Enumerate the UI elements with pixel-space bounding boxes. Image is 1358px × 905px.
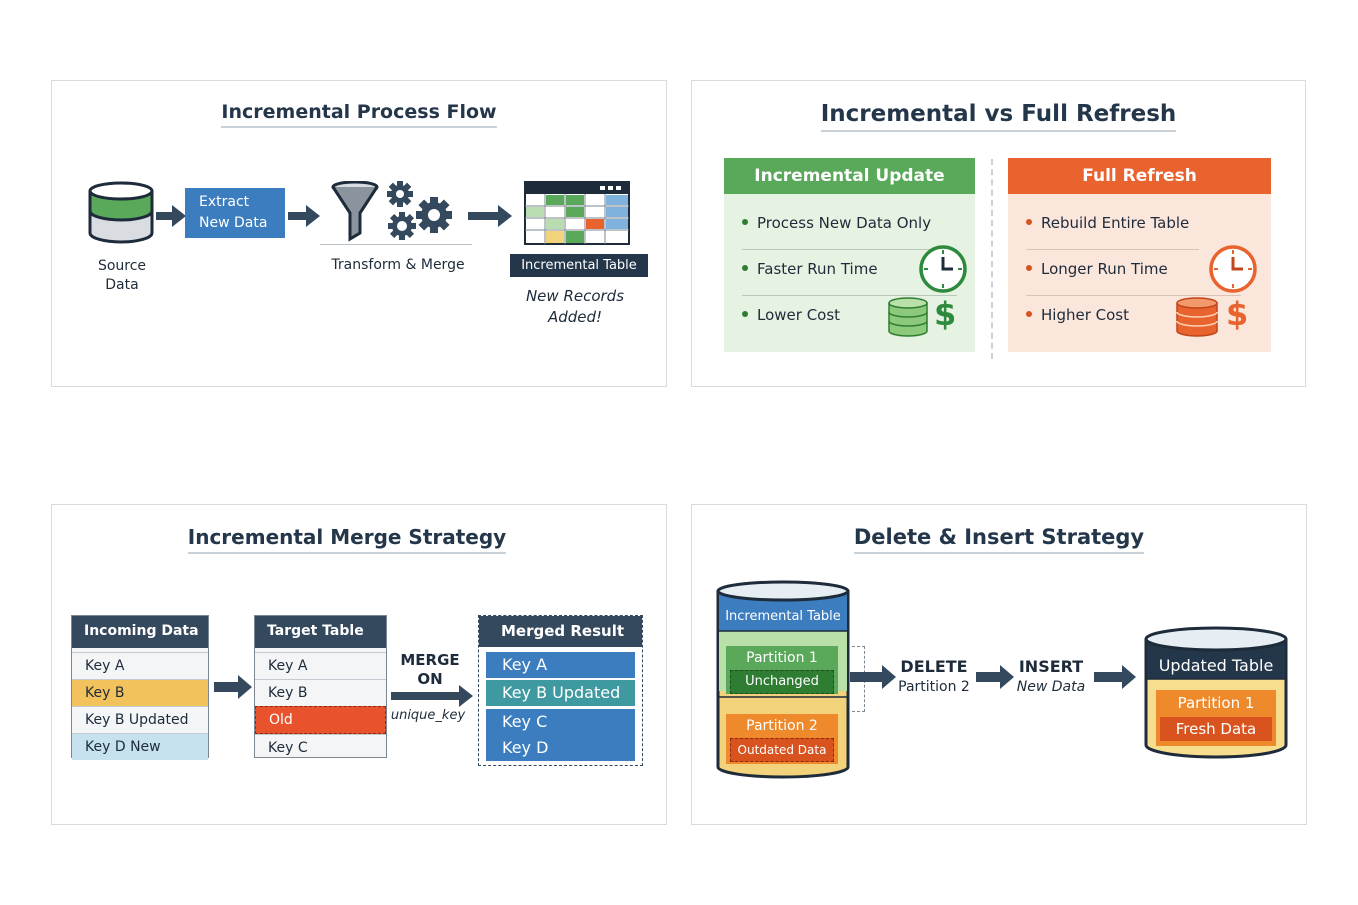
- funnel-icon: [331, 181, 379, 242]
- arrow-right-icon: [391, 685, 473, 707]
- table-row: Key D New: [72, 733, 208, 760]
- fresh-data-label: Fresh Data: [1160, 717, 1272, 741]
- gears-icon: [387, 181, 452, 240]
- target-table: Target Table Key A Key B Old Key C: [254, 615, 387, 758]
- table-row: Key C: [486, 709, 635, 735]
- arrow-right-icon: [468, 205, 512, 227]
- incremental-item: Process New Data Only: [742, 214, 931, 232]
- clock-icon: [919, 245, 967, 293]
- merge-key-label: unique_key: [390, 708, 466, 723]
- panel-incremental-merge-strategy: Incremental Merge Strategy Incoming Data…: [51, 504, 667, 825]
- table-header: Incoming Data: [72, 616, 208, 648]
- partition-2-box: Partition 2 Outdated Data: [726, 714, 838, 764]
- incremental-table-tag: Incremental Table: [510, 254, 648, 277]
- source-database-icon: [88, 181, 154, 244]
- panel-title: Incremental Process Flow: [52, 101, 666, 128]
- incremental-update-column: Incremental Update Process New Data Only…: [724, 158, 975, 352]
- table-row: Key B Updated: [486, 680, 635, 706]
- updated-table-label: Updated Table: [1158, 656, 1274, 675]
- table-row: Old: [255, 706, 386, 734]
- incremental-update-header: Incremental Update: [724, 158, 975, 194]
- incremental-table-label: Incremental Table: [725, 609, 841, 624]
- full-refresh-item: Higher Cost: [1026, 306, 1129, 324]
- arrow-right-icon: [976, 665, 1014, 689]
- table-header: Merged Result: [479, 616, 642, 647]
- full-refresh-item: Rebuild Entire Table: [1026, 214, 1189, 232]
- incoming-data-table: Incoming Data Key A Key B Key B Updated …: [71, 615, 209, 760]
- incremental-item: Lower Cost: [742, 306, 840, 324]
- panel-incremental-vs-full: Incremental vs Full Refresh Incremental …: [691, 80, 1306, 387]
- incremental-item: Faster Run Time: [742, 260, 878, 278]
- panel-title: Incremental Merge Strategy: [52, 525, 666, 554]
- panel-title: Delete & Insert Strategy: [692, 525, 1306, 554]
- full-refresh-header: Full Refresh: [1008, 158, 1271, 194]
- panel-delete-insert-strategy: Delete & Insert Strategy Incremental Tab…: [691, 504, 1307, 825]
- divider: [1026, 249, 1199, 250]
- divider: [742, 249, 957, 250]
- dollar-sign: $: [934, 295, 957, 333]
- updated-partition-box: Partition 1 Fresh Data: [1156, 690, 1276, 746]
- arrow-right-icon: [156, 205, 186, 227]
- arrow-right-icon: [1094, 665, 1136, 689]
- table-row: Key C: [255, 734, 386, 761]
- dollar-sign: $: [1226, 295, 1249, 333]
- insert-label: INSERT New Data: [1016, 657, 1086, 695]
- outdated-label: Outdated Data: [730, 738, 834, 762]
- divider: [742, 295, 957, 296]
- arrow-right-icon: [850, 665, 896, 689]
- unchanged-label: Unchanged: [730, 670, 834, 694]
- partition-1-label: Partition 1: [746, 650, 818, 666]
- full-refresh-column: Full Refresh Rebuild Entire Table Longer…: [1008, 158, 1271, 352]
- table-row: Key A: [486, 652, 635, 678]
- panel-title: Incremental vs Full Refresh: [692, 101, 1305, 132]
- transform-divider: [320, 244, 472, 245]
- incremental-table-grid-icon: [524, 181, 630, 245]
- table-row: Key A: [255, 652, 386, 679]
- column-divider: [991, 159, 993, 359]
- divider: [1026, 295, 1241, 296]
- arrow-right-icon: [288, 205, 320, 227]
- table-row: Key B Updated: [72, 706, 208, 733]
- table-row: Key B: [72, 679, 208, 706]
- partition-1-box: Partition 1 Unchanged: [726, 646, 838, 694]
- coins-icon: [1176, 297, 1218, 337]
- table-header: Target Table: [255, 616, 386, 648]
- full-refresh-item: Longer Run Time: [1026, 260, 1168, 278]
- transform-merge-label: Transform & Merge: [331, 257, 465, 273]
- delete-label: DELETE Partition 2: [898, 657, 970, 695]
- table-row: Key B: [255, 679, 386, 706]
- updated-partition-label: Partition 1: [1177, 694, 1255, 712]
- merged-result-table: Merged Result Key A Key B Updated Key C …: [478, 615, 643, 766]
- arrow-right-icon: [214, 675, 252, 699]
- clock-icon: [1209, 245, 1257, 293]
- table-row: Key D: [486, 735, 635, 761]
- partition-2-label: Partition 2: [746, 718, 818, 734]
- table-row: Key A: [72, 652, 208, 679]
- coins-icon: [888, 297, 928, 337]
